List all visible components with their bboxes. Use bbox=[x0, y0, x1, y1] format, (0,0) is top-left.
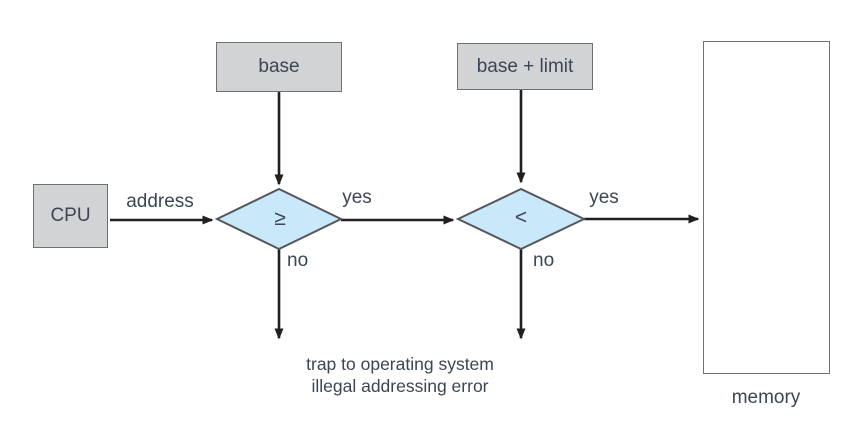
memory-label: memory bbox=[731, 387, 801, 408]
no-edge-label-lower-check: no bbox=[287, 250, 309, 271]
memory-box bbox=[703, 41, 830, 374]
trap-annotation-line2: illegal addressing error bbox=[311, 376, 489, 396]
cpu-label: CPU bbox=[50, 205, 91, 226]
less-than-symbol: < bbox=[514, 206, 528, 229]
decision-diamond-check-upper bbox=[455, 187, 587, 251]
trap-annotation: trap to operating system illegal address… bbox=[306, 353, 494, 397]
base-plus-limit-register-label: base + limit bbox=[476, 55, 574, 77]
no-edge-label-upper-check: no bbox=[533, 250, 555, 271]
yes-edge-label-upper-check: yes bbox=[589, 187, 619, 208]
address-edge-label: address bbox=[126, 191, 194, 212]
decision-diamond-check-lower bbox=[214, 187, 344, 251]
base-plus-limit-register-box: base + limit bbox=[457, 43, 593, 90]
yes-edge-label-lower-check: yes bbox=[342, 187, 372, 208]
cpu-box: CPU bbox=[33, 184, 108, 248]
greater-equal-symbol: ≥ bbox=[274, 207, 286, 230]
base-register-box: base bbox=[216, 42, 342, 92]
base-register-label: base bbox=[258, 56, 300, 77]
trap-annotation-line1: trap to operating system bbox=[306, 354, 494, 374]
